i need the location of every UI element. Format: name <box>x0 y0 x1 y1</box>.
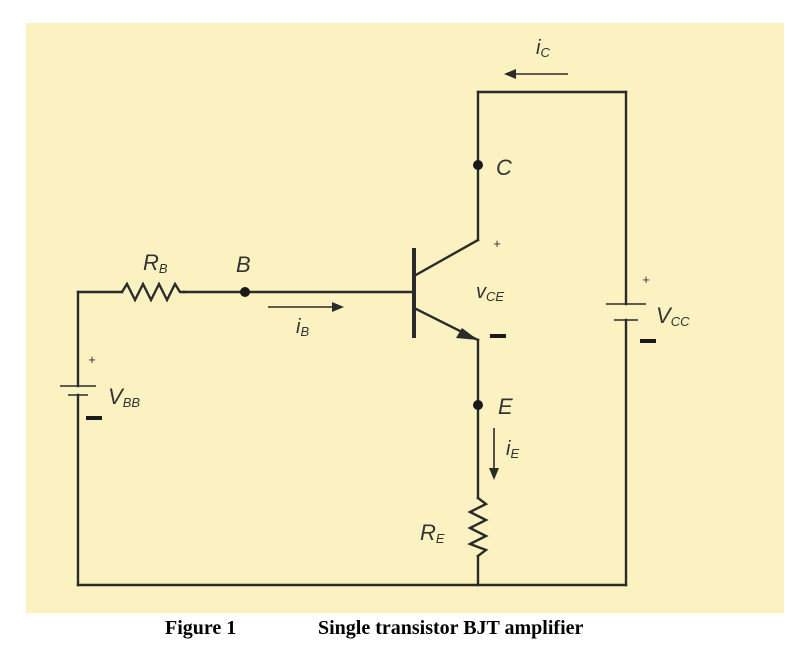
battery-vcc <box>606 303 646 321</box>
vbb-minus-sign <box>86 416 102 420</box>
node-e-dot <box>473 400 483 410</box>
collector-lead <box>412 238 480 278</box>
diagram-panel <box>26 23 784 613</box>
node-b-dot <box>240 287 250 297</box>
label-re: RE <box>420 520 445 546</box>
vcc-minus-sign <box>640 339 656 343</box>
resistor-re <box>467 496 489 558</box>
ib-arrow <box>268 302 344 312</box>
figure-caption: Figure 1 Single transistor BJT amplifier <box>0 615 800 645</box>
vce-plus-sign: + <box>493 236 501 251</box>
resistor-rb <box>120 281 186 303</box>
emitter-arrow <box>456 328 478 340</box>
label-vbb: VBB <box>108 384 140 410</box>
label-ie: iE <box>506 438 519 461</box>
wires <box>76 90 628 587</box>
label-ib: iB <box>296 316 309 339</box>
bjt-transistor <box>412 238 480 342</box>
vcc-plus-sign: + <box>642 272 650 287</box>
node-c-dot <box>473 160 483 170</box>
label-node-b: B <box>236 252 251 277</box>
label-rb: RB <box>143 250 168 276</box>
label-vcc: VCC <box>656 303 690 329</box>
caption-figure-number: Figure 1 <box>165 617 237 639</box>
label-vce: vCE <box>476 281 504 304</box>
label-node-c: C <box>496 155 512 180</box>
ic-arrow <box>504 69 568 79</box>
vbb-plus-sign: + <box>88 352 96 367</box>
label-ic: iC <box>536 37 550 60</box>
caption-title: Single transistor BJT amplifier <box>318 617 584 639</box>
ie-arrow <box>489 428 499 480</box>
battery-vbb <box>60 385 96 396</box>
label-node-e: E <box>498 394 513 419</box>
vce-minus-sign <box>490 334 506 338</box>
